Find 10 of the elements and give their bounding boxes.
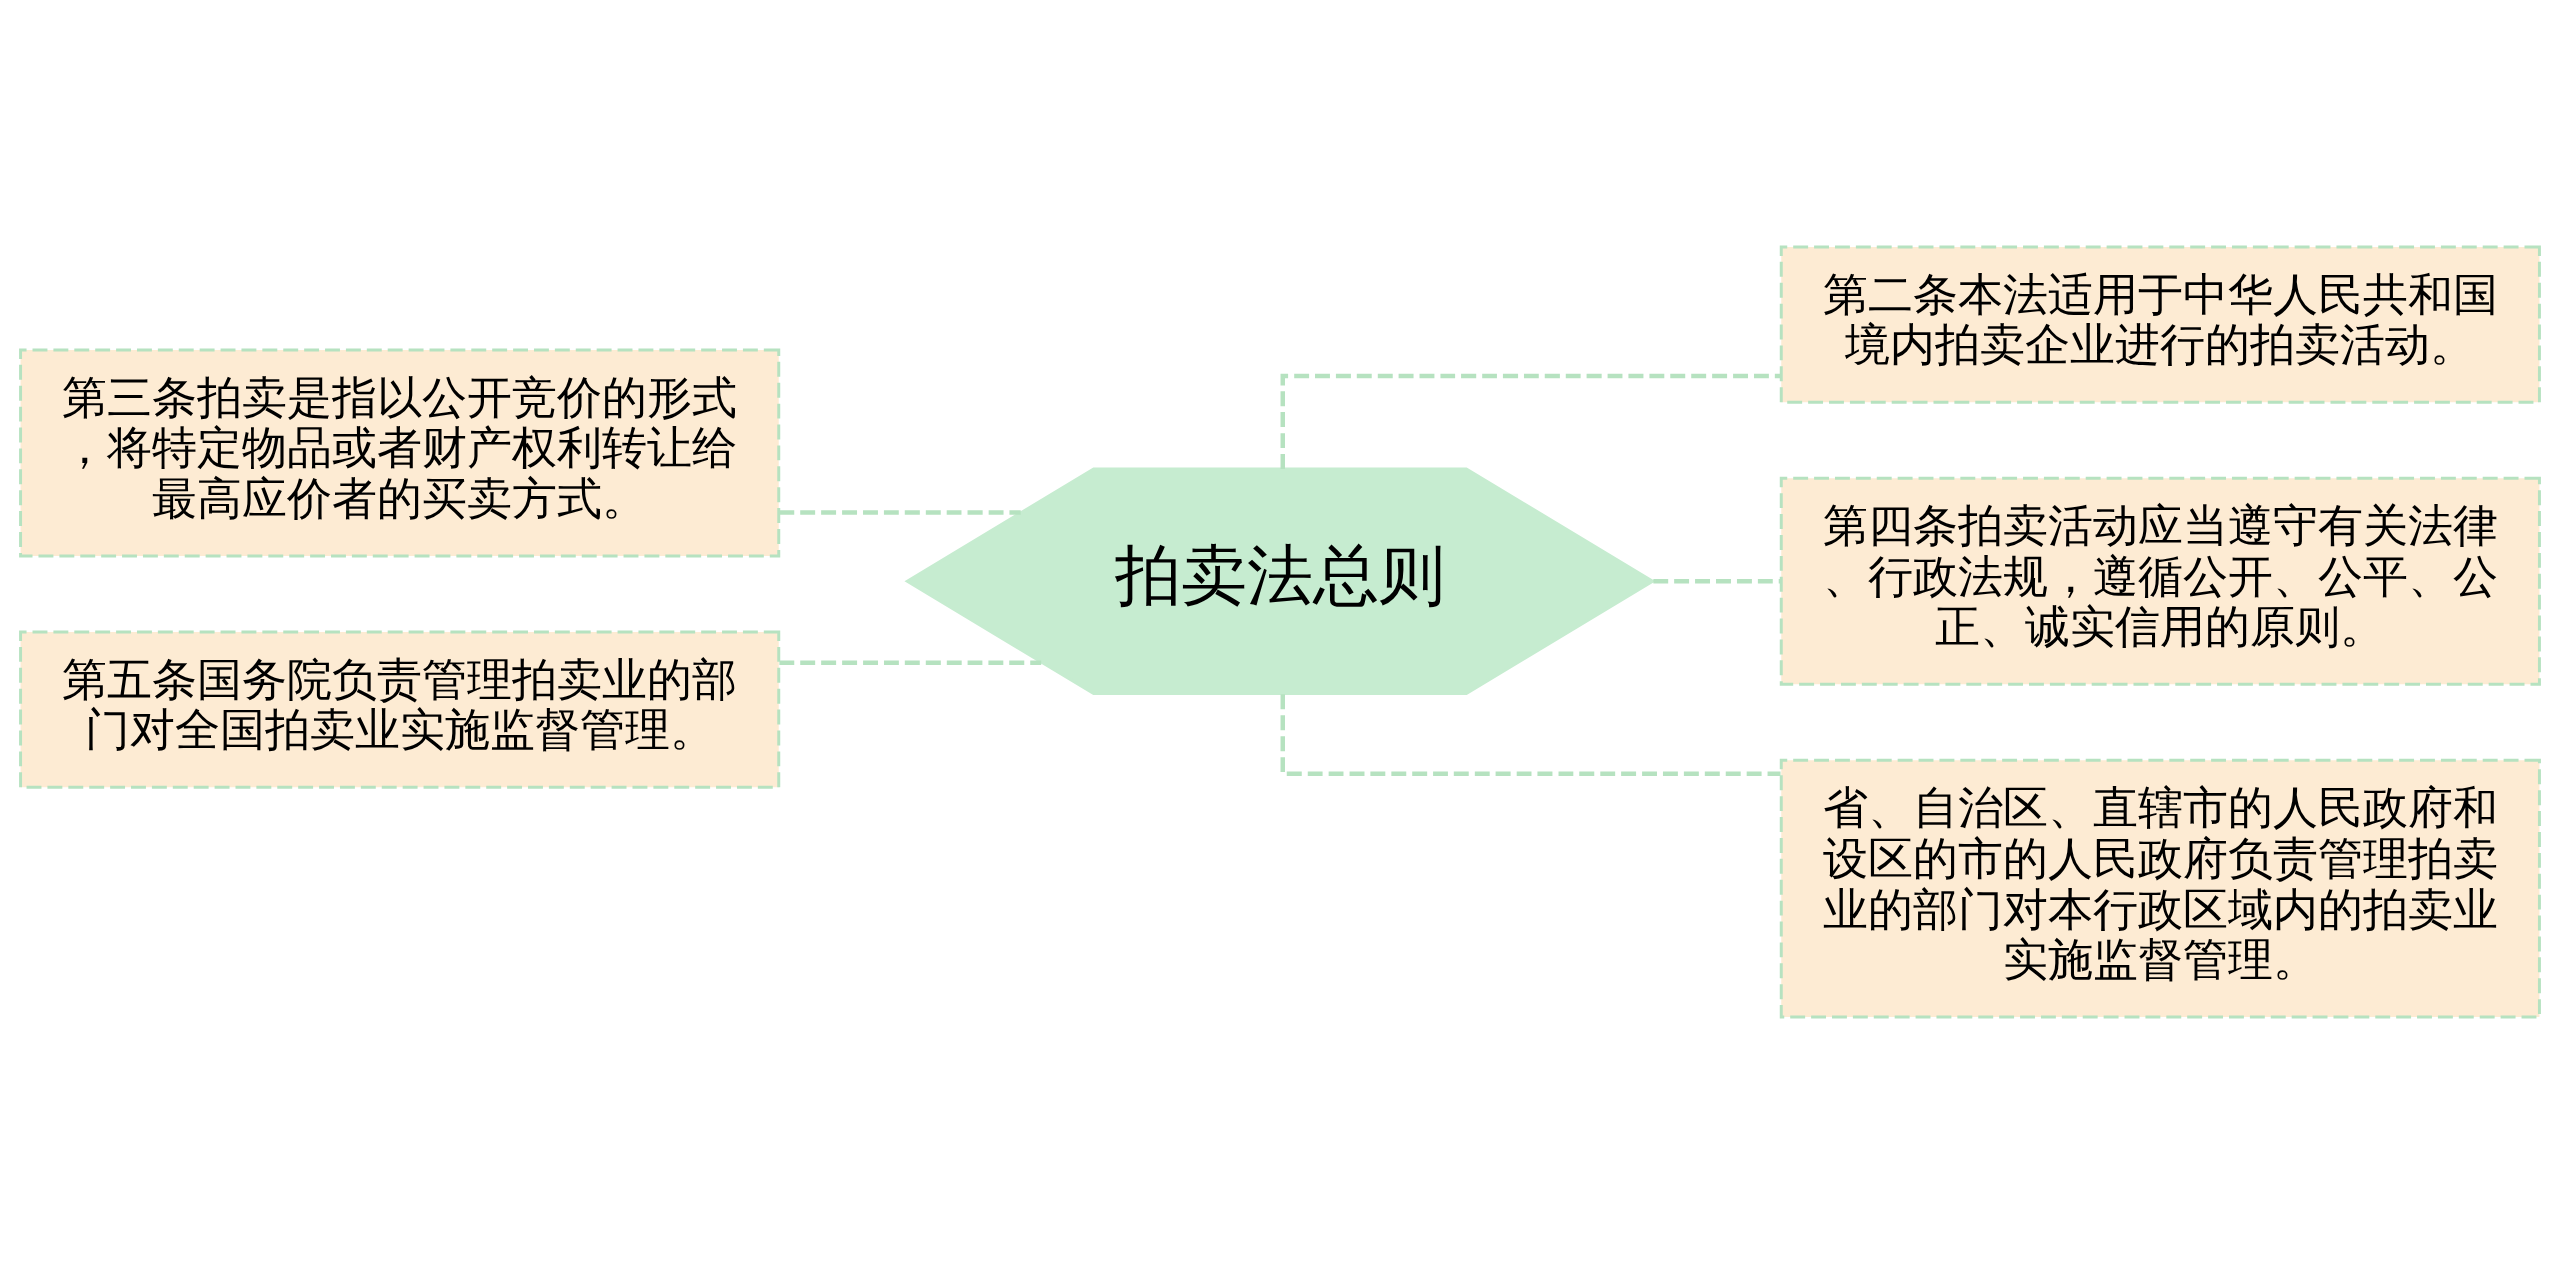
node-box: 省、自治区、直辖市的人民政府和设区的市的人民政府负责管理拍卖业的部门对本行政区域内的拍卖业实施监督管理。 xyxy=(1779,758,2541,1019)
node-box: 第二条本法适用于中华人民共和国境内拍卖企业进行的拍卖活动。 xyxy=(1779,244,2541,404)
node-box: 第三条拍卖是指以公开竞价的形式，将特定物品或者财产权利转让给最高应价者的买卖方式。 xyxy=(19,347,781,557)
connector xyxy=(779,659,1042,665)
node-box: 第五条国务院负责管理拍卖业的部门对全国拍卖业实施监督管理。 xyxy=(19,630,781,789)
connector xyxy=(1280,693,1781,776)
connector xyxy=(1653,578,1781,583)
connector xyxy=(1280,373,1781,469)
node-box: 第四条拍卖活动应当遵守有关法律、行政法规，遵循公开、公平、公正、诚实信用的原则。 xyxy=(1779,476,2541,686)
connector xyxy=(779,509,1021,515)
